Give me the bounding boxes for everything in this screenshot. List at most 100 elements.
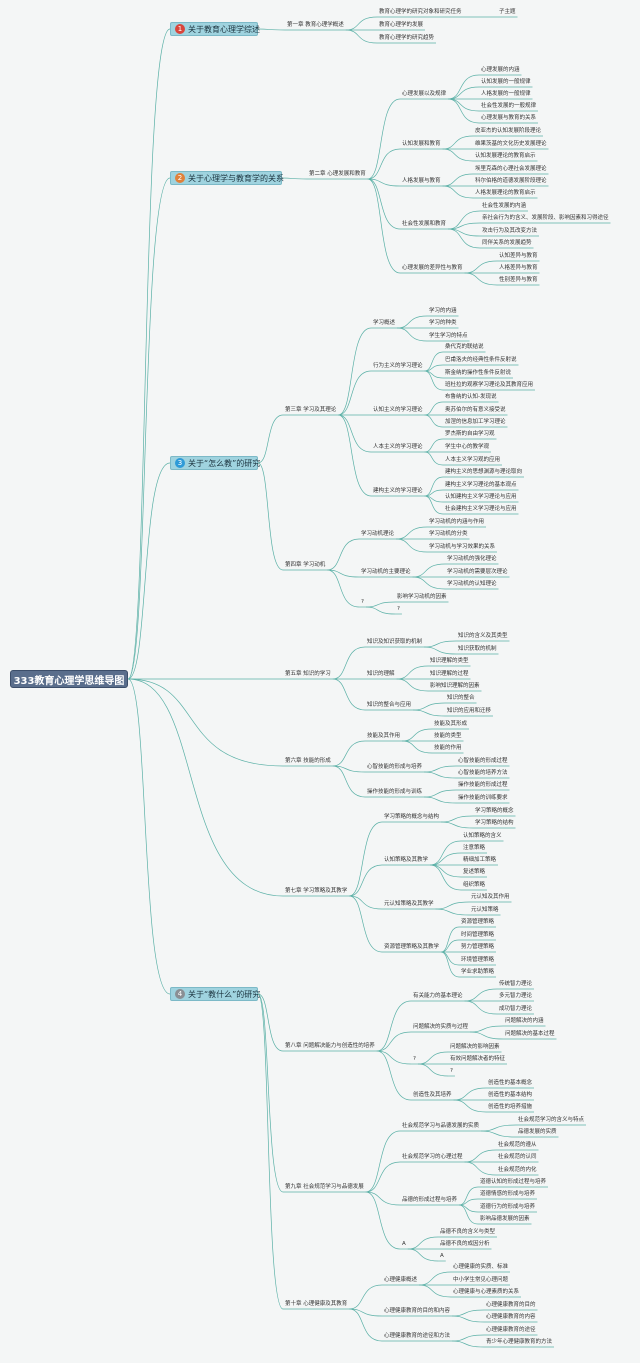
- section-3[interactable]: 3 关于“怎么教”的研究: [170, 456, 260, 470]
- node-label[interactable]: 复述策略: [463, 869, 486, 875]
- node-label[interactable]: 成功智力理论: [499, 1006, 533, 1012]
- node-label[interactable]: 认知差异与教育: [499, 253, 538, 259]
- node-label[interactable]: 创造性的基本概念: [488, 1080, 533, 1086]
- node-label[interactable]: 环境管理策略: [461, 957, 495, 963]
- node-label[interactable]: 科尔伯格的道德发展阶段理论: [475, 178, 547, 184]
- node-label[interactable]: 认知发展的一般规律: [481, 79, 531, 85]
- node-label[interactable]: 创造性及其培养: [413, 1092, 452, 1098]
- node-label[interactable]: 努力管理策略: [461, 944, 495, 950]
- node-label[interactable]: ?: [413, 1056, 416, 1062]
- node-label[interactable]: 认知建构主义学习理论与应用: [445, 494, 517, 500]
- node-label[interactable]: 影响学习动机的因素: [397, 594, 447, 600]
- node-label[interactable]: 问题解决的基本过程: [505, 1031, 555, 1037]
- node-label[interactable]: 第十章 心理健康及其教育: [285, 1301, 348, 1307]
- node-label[interactable]: 操作技能的训练要求: [458, 795, 508, 801]
- node-label[interactable]: 班杜拉的观察学习理论及其教育应用: [445, 382, 534, 388]
- node-label[interactable]: 学习动机与学习效果的关系: [429, 544, 496, 550]
- node-label[interactable]: 巴甫洛夫的经典性条件反射说: [445, 357, 517, 363]
- node-label[interactable]: 同伴关系的发展趋势: [482, 240, 532, 246]
- node-label[interactable]: 操作技能的形成与训练: [367, 789, 423, 795]
- node-label[interactable]: 社会规范的认同: [498, 1154, 537, 1160]
- node-label[interactable]: 组织策略: [463, 882, 486, 888]
- node-label[interactable]: 元认知及其作用: [471, 894, 510, 900]
- node-label[interactable]: 技能的类型: [434, 733, 462, 739]
- node-label[interactable]: 第三章 学习及其理论: [285, 407, 337, 413]
- node-label[interactable]: 道德情感的形成与培养: [480, 1191, 536, 1197]
- node-label[interactable]: 心理健康与心理素质的关系: [453, 1289, 520, 1295]
- node-label[interactable]: 问题解决的影响因素: [450, 1044, 500, 1050]
- node-label[interactable]: 第七章 学习策略及其教学: [285, 888, 348, 894]
- node-label[interactable]: 行为主义的学习理论: [373, 363, 423, 369]
- node-label[interactable]: 知识的理解: [367, 671, 395, 677]
- node-label[interactable]: 知识的整合: [447, 695, 475, 701]
- node-label[interactable]: 斯金纳的操作性条件反射说: [445, 370, 512, 376]
- node-label[interactable]: 学习动机的认知理论: [447, 581, 497, 587]
- node-label[interactable]: 心智技能的形成过程: [458, 758, 508, 764]
- node-label[interactable]: 时间管理策略: [461, 932, 495, 938]
- node-label[interactable]: 第一章 教育心理学概述: [287, 22, 344, 28]
- node-label[interactable]: 第八章 问题解决能力与创造性的培养: [285, 1043, 375, 1049]
- node-label[interactable]: 知识理解的过程: [430, 671, 469, 677]
- node-label[interactable]: 学习动机的分类: [429, 531, 468, 537]
- node-label[interactable]: 影响品德发展的因素: [480, 1216, 530, 1222]
- node-label[interactable]: 传统智力理论: [499, 981, 533, 987]
- node-label[interactable]: 创造性的培养措施: [488, 1104, 533, 1110]
- node-label[interactable]: 心理发展的内涵: [481, 67, 520, 73]
- node-label[interactable]: 人格发展的一般规律: [481, 91, 531, 97]
- node-label[interactable]: 注意策略: [463, 845, 486, 851]
- node-label[interactable]: 学生中心的教学观: [445, 444, 490, 450]
- node-label[interactable]: 维果茨基的文化历史发展理论: [475, 141, 547, 147]
- node-label[interactable]: 心理健康教育的内容: [486, 1314, 536, 1320]
- node-label[interactable]: 第二章 心理发展和教育: [309, 171, 366, 177]
- node-label[interactable]: 人格差异与教育: [499, 265, 538, 271]
- node-label[interactable]: 教育心理学的研究对象和研究任务: [379, 9, 462, 15]
- node-label[interactable]: 人本主义的学习理论: [373, 444, 423, 450]
- node-label[interactable]: A: [440, 1253, 444, 1259]
- node-label[interactable]: 知识理解的类型: [430, 658, 469, 664]
- node-label[interactable]: 认知策略及其教学: [384, 857, 429, 863]
- node-label[interactable]: 攻击行为及其改变方法: [482, 228, 538, 234]
- node-label[interactable]: 社会规范学习的心理过程: [402, 1154, 463, 1160]
- node-label[interactable]: 心智技能的培养方法: [458, 770, 508, 776]
- node-label[interactable]: 知识的含义及其类型: [458, 633, 508, 639]
- node-label[interactable]: 第九章 社会规范学习与品德发展: [285, 1184, 364, 1190]
- node-label[interactable]: 品德不良的成因分析: [440, 1241, 490, 1247]
- node-label[interactable]: 心理健康的实质、标准: [453, 1264, 509, 1270]
- node-label[interactable]: 第四章 学习动机: [285, 562, 326, 568]
- node-label[interactable]: 加涅的信息加工学习理论: [445, 419, 506, 425]
- node-label[interactable]: 桑代克的联结说: [445, 344, 484, 350]
- node-label[interactable]: 学习策略的结构: [475, 820, 514, 826]
- node-label[interactable]: 布鲁纳的认知-发现说: [445, 394, 497, 400]
- node-label[interactable]: 品德不良的含义与类型: [440, 1229, 496, 1235]
- node-label[interactable]: 亲社会行为的含义、发展阶段、影响因素和习得途径: [482, 215, 609, 221]
- node-label[interactable]: 人本主义学习观的应用: [445, 457, 501, 463]
- node-label[interactable]: 认知发展和教育: [402, 141, 441, 147]
- node-label[interactable]: 知识获取的机制: [458, 646, 497, 652]
- node-label[interactable]: 技能及其形成: [434, 721, 468, 727]
- node-label[interactable]: 学习的内涵: [429, 308, 457, 314]
- node-label[interactable]: 皮亚杰的认知发展阶段理论: [475, 128, 542, 134]
- node-label[interactable]: 第五章 知识的学习: [285, 671, 331, 677]
- node-label[interactable]: 社会规范的内化: [498, 1167, 537, 1173]
- node-label[interactable]: 社会规范的遵从: [498, 1142, 537, 1148]
- node-label[interactable]: 中小学生常见心理问题: [453, 1277, 509, 1283]
- node-label[interactable]: 多元智力理论: [499, 993, 533, 999]
- root-node[interactable]: 333教育心理学思维导图: [10, 670, 128, 688]
- node-label[interactable]: 知识的整合与应用: [367, 702, 412, 708]
- node-label[interactable]: 教育心理学的发展: [379, 22, 424, 28]
- section-4[interactable]: 4 关于“教什么”的研究: [170, 987, 260, 1001]
- node-label[interactable]: 影响知识理解的因素: [430, 683, 480, 689]
- node-label[interactable]: 学习的种类: [429, 320, 457, 326]
- node-label[interactable]: 社会规范学习的含义与特点: [518, 1117, 585, 1123]
- node-label[interactable]: 品德发展的实质: [518, 1129, 557, 1135]
- node-label[interactable]: 建构主义学习理论的基本观点: [445, 482, 517, 488]
- node-label[interactable]: 学生学习的特点: [429, 333, 468, 339]
- node-label[interactable]: 社会性发展和教育: [402, 221, 447, 227]
- node-label[interactable]: 学习动机的强化理论: [447, 556, 497, 562]
- node-label[interactable]: 学习动机的内涵与作用: [429, 519, 485, 525]
- node-label[interactable]: 社会建构主义学习理论与应用: [445, 506, 517, 512]
- node-label[interactable]: 心理健康教育的目的和内容: [384, 1308, 451, 1314]
- node-label[interactable]: 学习动机的需要层次理论: [447, 569, 508, 575]
- node-label[interactable]: 学习动机的主要理论: [361, 569, 411, 575]
- section-1[interactable]: 1 关于教育心理学综述: [170, 22, 260, 36]
